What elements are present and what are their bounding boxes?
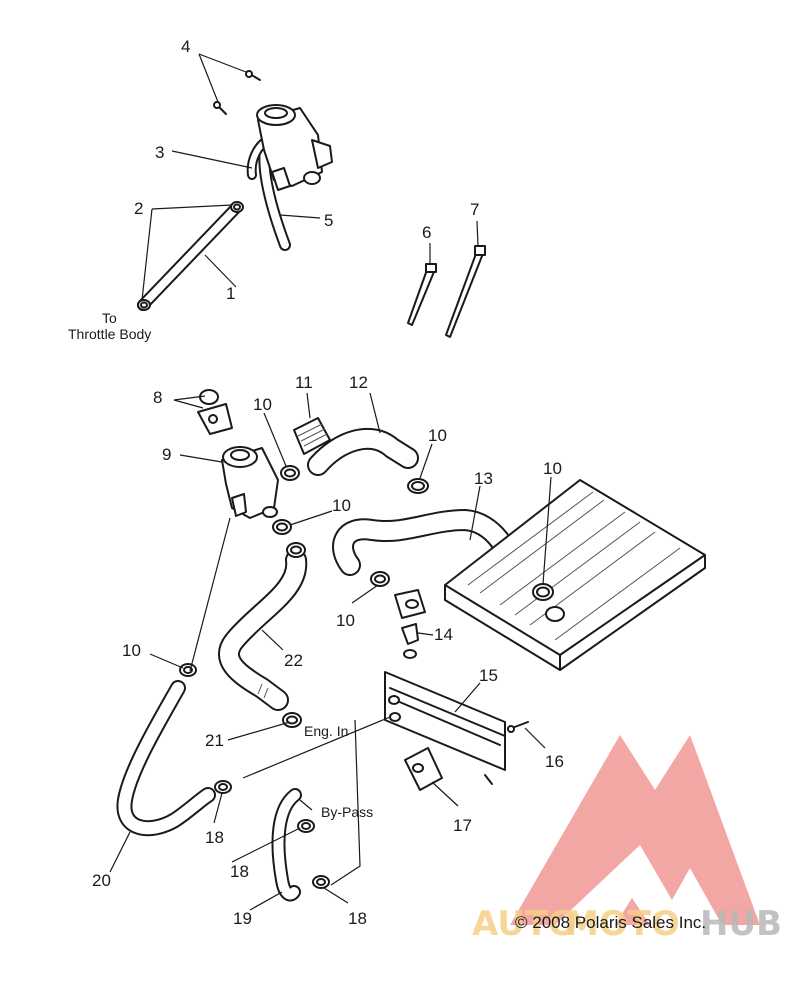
hose-13 bbox=[332, 509, 521, 576]
callout-10-b: 10 bbox=[428, 426, 447, 445]
screw-4-right bbox=[245, 70, 261, 81]
callout-10-f: 10 bbox=[122, 641, 141, 660]
callout-18-mid: 18 bbox=[230, 862, 249, 881]
callout-11: 11 bbox=[295, 373, 313, 392]
hose-12 bbox=[307, 428, 419, 476]
callout-22: 22 bbox=[284, 651, 303, 670]
watermark-inner-mark bbox=[590, 858, 706, 925]
hose-1 bbox=[137, 202, 242, 311]
callout-5: 5 bbox=[324, 211, 333, 230]
callout-10-d: 10 bbox=[332, 496, 351, 515]
callout-14: 14 bbox=[434, 625, 453, 644]
clamp-10e bbox=[370, 571, 390, 587]
gasket-8 bbox=[197, 403, 233, 435]
note-by-pass: By-Pass bbox=[321, 804, 373, 820]
note-to: To bbox=[102, 310, 117, 326]
watermark-text-moto: MOTO bbox=[565, 904, 680, 944]
bracket-17 bbox=[404, 747, 443, 791]
callout-10-a: 10 bbox=[253, 395, 272, 414]
callout-10-e: 10 bbox=[336, 611, 355, 630]
note-throttle-body: Throttle Body bbox=[68, 326, 151, 342]
callout-8: 8 bbox=[153, 388, 162, 407]
note-eng-in: Eng. In bbox=[304, 723, 348, 739]
clamp-10d bbox=[532, 583, 554, 601]
clamp-2-upper bbox=[230, 201, 244, 213]
callout-16: 16 bbox=[545, 752, 564, 771]
clamp-2-lower bbox=[137, 299, 151, 311]
sensor-14 bbox=[401, 623, 419, 659]
clamp-18-mid bbox=[297, 819, 315, 833]
oil-cooler-15 bbox=[384, 671, 506, 771]
thermostat-flange bbox=[394, 589, 426, 619]
clamp-10f bbox=[286, 542, 306, 558]
coolant-reservoir-top bbox=[256, 104, 333, 191]
fastener-16-lower bbox=[484, 774, 493, 785]
screw-4-left bbox=[213, 101, 227, 115]
callout-19: 19 bbox=[233, 909, 252, 928]
callout-12: 12 bbox=[349, 373, 368, 392]
watermark-text-hub: HUB bbox=[700, 904, 782, 944]
watermark-logo bbox=[510, 735, 760, 925]
clamp-21 bbox=[282, 712, 302, 728]
callout-13: 13 bbox=[474, 469, 493, 488]
callout-2: 2 bbox=[134, 199, 143, 218]
callout-21: 21 bbox=[205, 731, 224, 750]
clamp-10-lower bbox=[179, 663, 197, 677]
clamp-10b bbox=[407, 478, 429, 494]
callout-1: 1 bbox=[226, 284, 235, 303]
callout-18-right: 18 bbox=[348, 909, 367, 928]
callout-4: 4 bbox=[181, 37, 190, 56]
hose-19 bbox=[271, 788, 302, 902]
callout-9: 9 bbox=[162, 445, 171, 464]
cap-8 bbox=[199, 389, 219, 405]
watermark-inner-core bbox=[615, 898, 650, 925]
callout-17: 17 bbox=[453, 816, 472, 835]
clamp-18-right bbox=[312, 875, 330, 889]
callout-15: 15 bbox=[479, 666, 498, 685]
cable-tie-6 bbox=[407, 263, 437, 326]
hose-20 bbox=[116, 680, 216, 837]
callout-20: 20 bbox=[92, 871, 111, 890]
hose-22 bbox=[218, 549, 308, 711]
callout-3: 3 bbox=[155, 143, 164, 162]
callout-18-left: 18 bbox=[205, 828, 224, 847]
callout-10-c: 10 bbox=[543, 459, 562, 478]
clamp-10a bbox=[280, 465, 300, 481]
thermostat-housing-9 bbox=[221, 446, 279, 519]
callout-6: 6 bbox=[422, 223, 431, 242]
callout-7: 7 bbox=[470, 200, 479, 219]
radiator-panel bbox=[444, 479, 706, 671]
watermark-triangle-mark bbox=[510, 735, 760, 925]
copyright-text: © 2008 Polaris Sales Inc. bbox=[515, 913, 706, 932]
leader-lines bbox=[109, 53, 552, 911]
radiator-fitting bbox=[545, 606, 565, 622]
fastener-16 bbox=[507, 721, 529, 733]
clamp-18-left bbox=[214, 780, 232, 794]
hose-5 bbox=[258, 144, 291, 251]
watermark-text-auto: AUTO bbox=[472, 904, 577, 944]
clamp-10c bbox=[272, 519, 292, 535]
cable-tie-7 bbox=[445, 245, 486, 338]
